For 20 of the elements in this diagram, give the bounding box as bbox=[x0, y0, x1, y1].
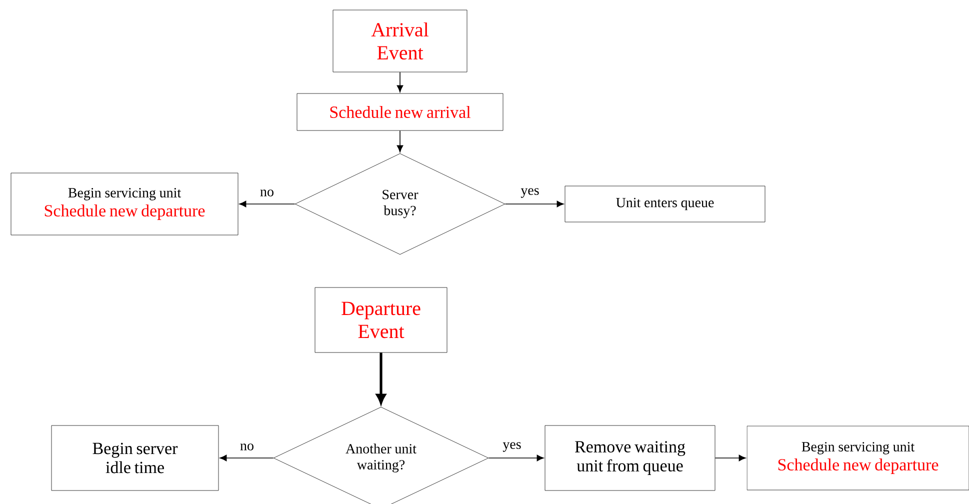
arrow bbox=[504, 200, 564, 208]
arrow bbox=[488, 454, 544, 462]
process-box: Begin servicing unit Schedule new departure bbox=[10, 172, 238, 236]
arrow bbox=[220, 454, 274, 462]
process-box: Begin servicing unit Schedule new departure bbox=[746, 426, 969, 490]
edge-label: yes bbox=[520, 187, 540, 199]
process-box: Begin server idle time bbox=[51, 425, 219, 491]
edge-label: no bbox=[259, 188, 275, 198]
process-box: Schedule new arrival bbox=[296, 93, 504, 131]
edge-label: no bbox=[239, 442, 255, 452]
process-box: Arrival Event bbox=[332, 10, 468, 72]
arrow bbox=[396, 130, 404, 152]
arrow bbox=[376, 352, 386, 404]
process-box: Unit enters queue bbox=[564, 186, 766, 222]
edge-label: yes bbox=[502, 441, 522, 453]
arrow bbox=[396, 72, 404, 92]
arrow bbox=[239, 200, 296, 208]
process-box: Remove waiting unit from queue bbox=[544, 425, 716, 491]
arrow bbox=[714, 454, 746, 462]
process-box: Departure Event bbox=[314, 287, 448, 353]
